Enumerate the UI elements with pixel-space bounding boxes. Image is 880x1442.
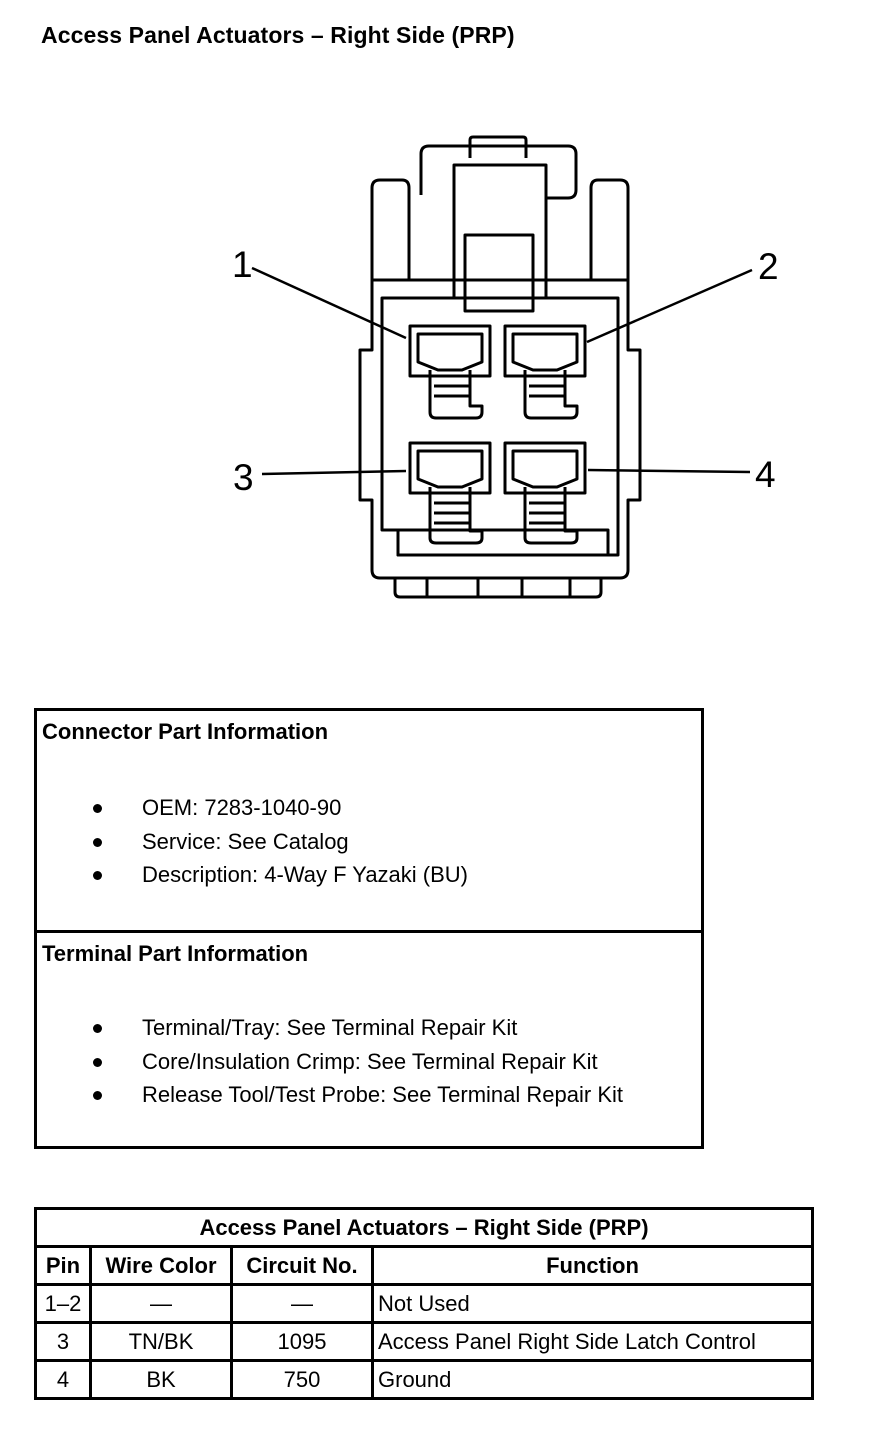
table-row: 3 TN/BK 1095 Access Panel Right Side Lat… — [34, 1321, 814, 1362]
pin-label-1: 1 — [232, 244, 253, 285]
cavity-2 — [503, 324, 587, 420]
cavity-1 — [408, 324, 492, 420]
function-cell: Ground — [371, 1359, 814, 1400]
bullet-icon — [93, 837, 102, 847]
bullet-icon — [93, 804, 102, 813]
circuit-cell: 1095 — [230, 1321, 374, 1362]
wire-color-cell: BK — [89, 1359, 233, 1400]
pin-label-4: 4 — [755, 454, 776, 495]
connector-info-list: OEM: 7283-1040-90 Service: See Catalog D… — [37, 791, 701, 892]
pin-cell: 4 — [34, 1359, 92, 1400]
page-title: Access Panel Actuators – Right Side (PRP… — [41, 22, 515, 48]
table-row: 4 BK 750 Ground — [34, 1359, 814, 1400]
table-header-row: Pin Wire Color Circuit No. Function — [34, 1245, 814, 1286]
table-title-row: Access Panel Actuators – Right Side (PRP… — [34, 1207, 814, 1248]
list-item-text: Service: See Catalog — [142, 828, 349, 854]
table-title: Access Panel Actuators – Right Side (PRP… — [34, 1207, 814, 1248]
leader-line-2 — [586, 268, 753, 344]
list-item: Terminal/Tray: See Terminal Repair Kit — [37, 1011, 701, 1045]
list-item: OEM: 7283-1040-90 — [37, 791, 701, 825]
terminal-info-heading: Terminal Part Information — [42, 941, 309, 966]
bullet-icon — [93, 1024, 102, 1033]
cavity-4 — [503, 441, 587, 545]
connector-info-heading: Connector Part Information — [42, 719, 329, 744]
pin-cell: 1–2 — [34, 1283, 92, 1324]
connector-part-info: Connector Part Information OEM: 7283-104… — [37, 711, 701, 933]
table-row: 1–2 — — Not Used — [34, 1283, 814, 1324]
list-item-text: Description: 4-Way F Yazaki (BU) — [142, 862, 469, 887]
list-item: Release Tool/Test Probe: See Terminal Re… — [37, 1078, 701, 1112]
function-cell: Access Panel Right Side Latch Control — [371, 1321, 814, 1362]
pin-label-3: 3 — [233, 457, 254, 498]
column-header-wire-color: Wire Color — [89, 1245, 233, 1286]
function-cell: Not Used — [371, 1283, 814, 1324]
leader-line-3 — [261, 469, 407, 476]
leader-line-1 — [251, 266, 407, 340]
circuit-cell: — — [230, 1283, 374, 1324]
list-item-text: Release Tool/Test Probe: See Terminal Re… — [142, 1082, 623, 1107]
cavity-3 — [408, 441, 492, 545]
bullet-icon — [93, 1091, 102, 1100]
leader-line-4 — [587, 468, 751, 474]
bullet-icon — [93, 871, 102, 880]
list-item-text: Terminal/Tray: See Terminal Repair Kit — [142, 1015, 518, 1040]
list-item: Description: 4-Way F Yazaki (BU) — [37, 858, 701, 892]
terminal-info-list: Terminal/Tray: See Terminal Repair Kit C… — [37, 1011, 701, 1112]
list-item-text: OEM: 7283-1040-90 — [142, 795, 342, 820]
column-header-pin: Pin — [34, 1245, 92, 1286]
pin-cell: 3 — [34, 1321, 92, 1362]
list-item: Service: See Catalog — [37, 825, 701, 859]
circuit-cell: 750 — [230, 1359, 374, 1400]
pin-label-2: 2 — [758, 246, 779, 287]
connector-face-diagram: 1 2 3 4 — [232, 135, 779, 599]
column-header-function: Function — [371, 1245, 814, 1286]
list-item-text: Core/Insulation Crimp: See Terminal Repa… — [142, 1048, 598, 1074]
wire-color-cell: — — [89, 1283, 233, 1324]
terminal-part-info: Terminal Part Information Terminal/Tray:… — [37, 933, 701, 1146]
bullet-icon — [93, 1057, 102, 1067]
list-item: Core/Insulation Crimp: See Terminal Repa… — [37, 1045, 701, 1079]
pin-assignment-table: Access Panel Actuators – Right Side (PRP… — [34, 1207, 814, 1400]
column-header-circuit-no: Circuit No. — [230, 1245, 374, 1286]
wire-color-cell: TN/BK — [89, 1321, 233, 1362]
part-information-box: Connector Part Information OEM: 7283-104… — [34, 708, 704, 1149]
